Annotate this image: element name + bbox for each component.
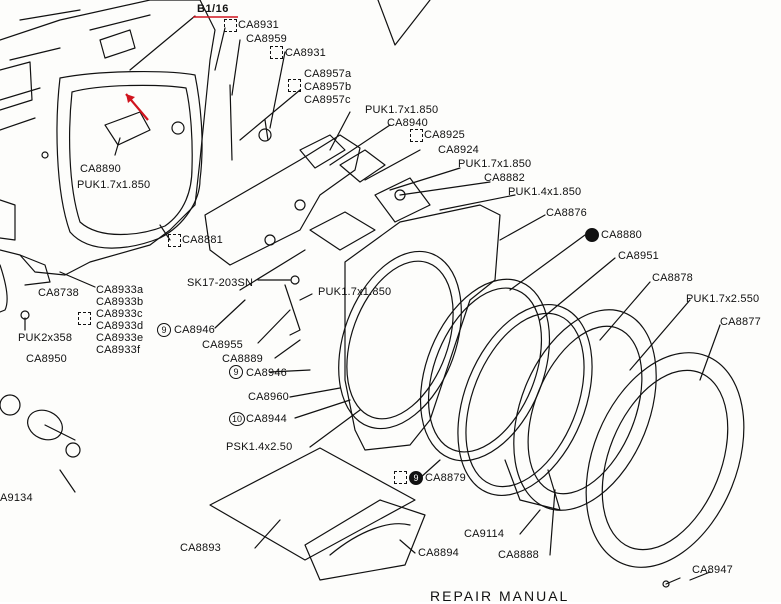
label-ca8931-top: CA8931 [238,19,279,31]
circled-number-icon: 9 [157,323,171,337]
label-puk14x1850: PUK1.4x1.850 [508,186,582,198]
label-ca8925: CA8925 [424,129,465,141]
label-ca8933b: CA8933b [96,296,144,308]
dashed-box-icon [394,471,407,484]
mechanism-bracket [204,84,431,336]
label-ca8959: CA8959 [246,33,287,45]
label-puk17x1850-c: PUK1.7x1.850 [77,179,151,191]
label-ca8933a: CA8933a [96,284,144,296]
sheet-reference: B1/16 [197,3,229,15]
label-puk2x358: PUK2x358 [18,332,73,344]
label-sk17-203sn: SK17-203SN [187,277,254,289]
label-ca8960: CA8960 [248,391,289,403]
label-ca8924: CA8924 [438,144,479,156]
dashed-box-icon [270,46,283,59]
label-ca8881: CA8881 [182,234,223,246]
dashed-box-icon [410,129,423,142]
label-ca8738: CA8738 [38,287,79,299]
label-ca8931-mid: CA8931 [285,47,326,59]
ring-3 [457,303,593,497]
label-puk17x2550: PUK1.7x2.550 [686,293,760,305]
mount-housing [344,204,501,451]
bottom-plate [209,447,416,561]
label-ca8946-a: CA8946 [174,324,215,336]
bottom-cover [304,499,426,581]
label-psk14x250: PSK1.4x2.50 [226,441,293,453]
dashed-box-icon [288,79,301,92]
label-a9134: A9134 [0,492,33,504]
filled-circled-number-icon: 9 [409,471,423,485]
dashed-box-icon [168,234,181,247]
label-ca8894: CA8894 [418,547,459,559]
label-ca8890: CA8890 [80,163,121,175]
label-ca8877: CA8877 [720,316,761,328]
filled-circle-icon [585,228,599,242]
label-puk17x1850-d: PUK1.7x1.850 [318,286,392,298]
label-ca8882: CA8882 [484,172,525,184]
label-ca8957b: CA8957b [304,81,352,93]
label-ca8951: CA8951 [618,250,659,262]
label-ca8933c: CA8933c [96,308,143,320]
label-ca8944: CA8944 [246,413,287,425]
label-ca8955: CA8955 [202,339,243,351]
label-ca8878: CA8878 [652,272,693,284]
label-ca8933f: CA8933f [96,344,141,356]
washer [0,394,21,416]
label-ca8879: CA8879 [425,472,466,484]
bayonet-ring [585,352,745,568]
label-ca9114: CA9114 [464,528,505,540]
label-ca8876: CA8876 [546,207,587,219]
label-ca8957c: CA8957c [304,94,351,106]
label-ca8947: CA8947 [692,564,733,576]
label-ca8933d: CA8933d [96,320,144,332]
circled-number-icon: 9 [229,365,243,379]
ring-segment [504,459,561,511]
dashed-box-icon [224,19,237,32]
footer-title: REPAIR MANUAL [430,588,570,604]
upper-panel-edge [377,0,431,46]
dashed-box-icon [78,312,91,325]
label-ca8933e: CA8933e [96,332,144,344]
label-ca8889: CA8889 [222,353,263,365]
label-puk17x1850-a: PUK1.7x1.850 [365,104,439,116]
label-ca8880: CA8880 [601,229,642,241]
circled-number-icon: 10 [229,412,245,426]
label-ca8950: CA8950 [26,353,67,365]
label-ca8888: CA8888 [498,549,539,561]
label-puk17x1850-b: PUK1.7x1.850 [458,158,532,170]
camera-body-drawing [0,0,216,313]
label-ca8893: CA8893 [180,542,221,554]
label-ca8946-b: CA8946 [246,367,287,379]
ring-1 [338,250,462,430]
label-ca8957a: CA8957a [304,68,352,80]
label-ca8940: CA8940 [387,117,428,129]
